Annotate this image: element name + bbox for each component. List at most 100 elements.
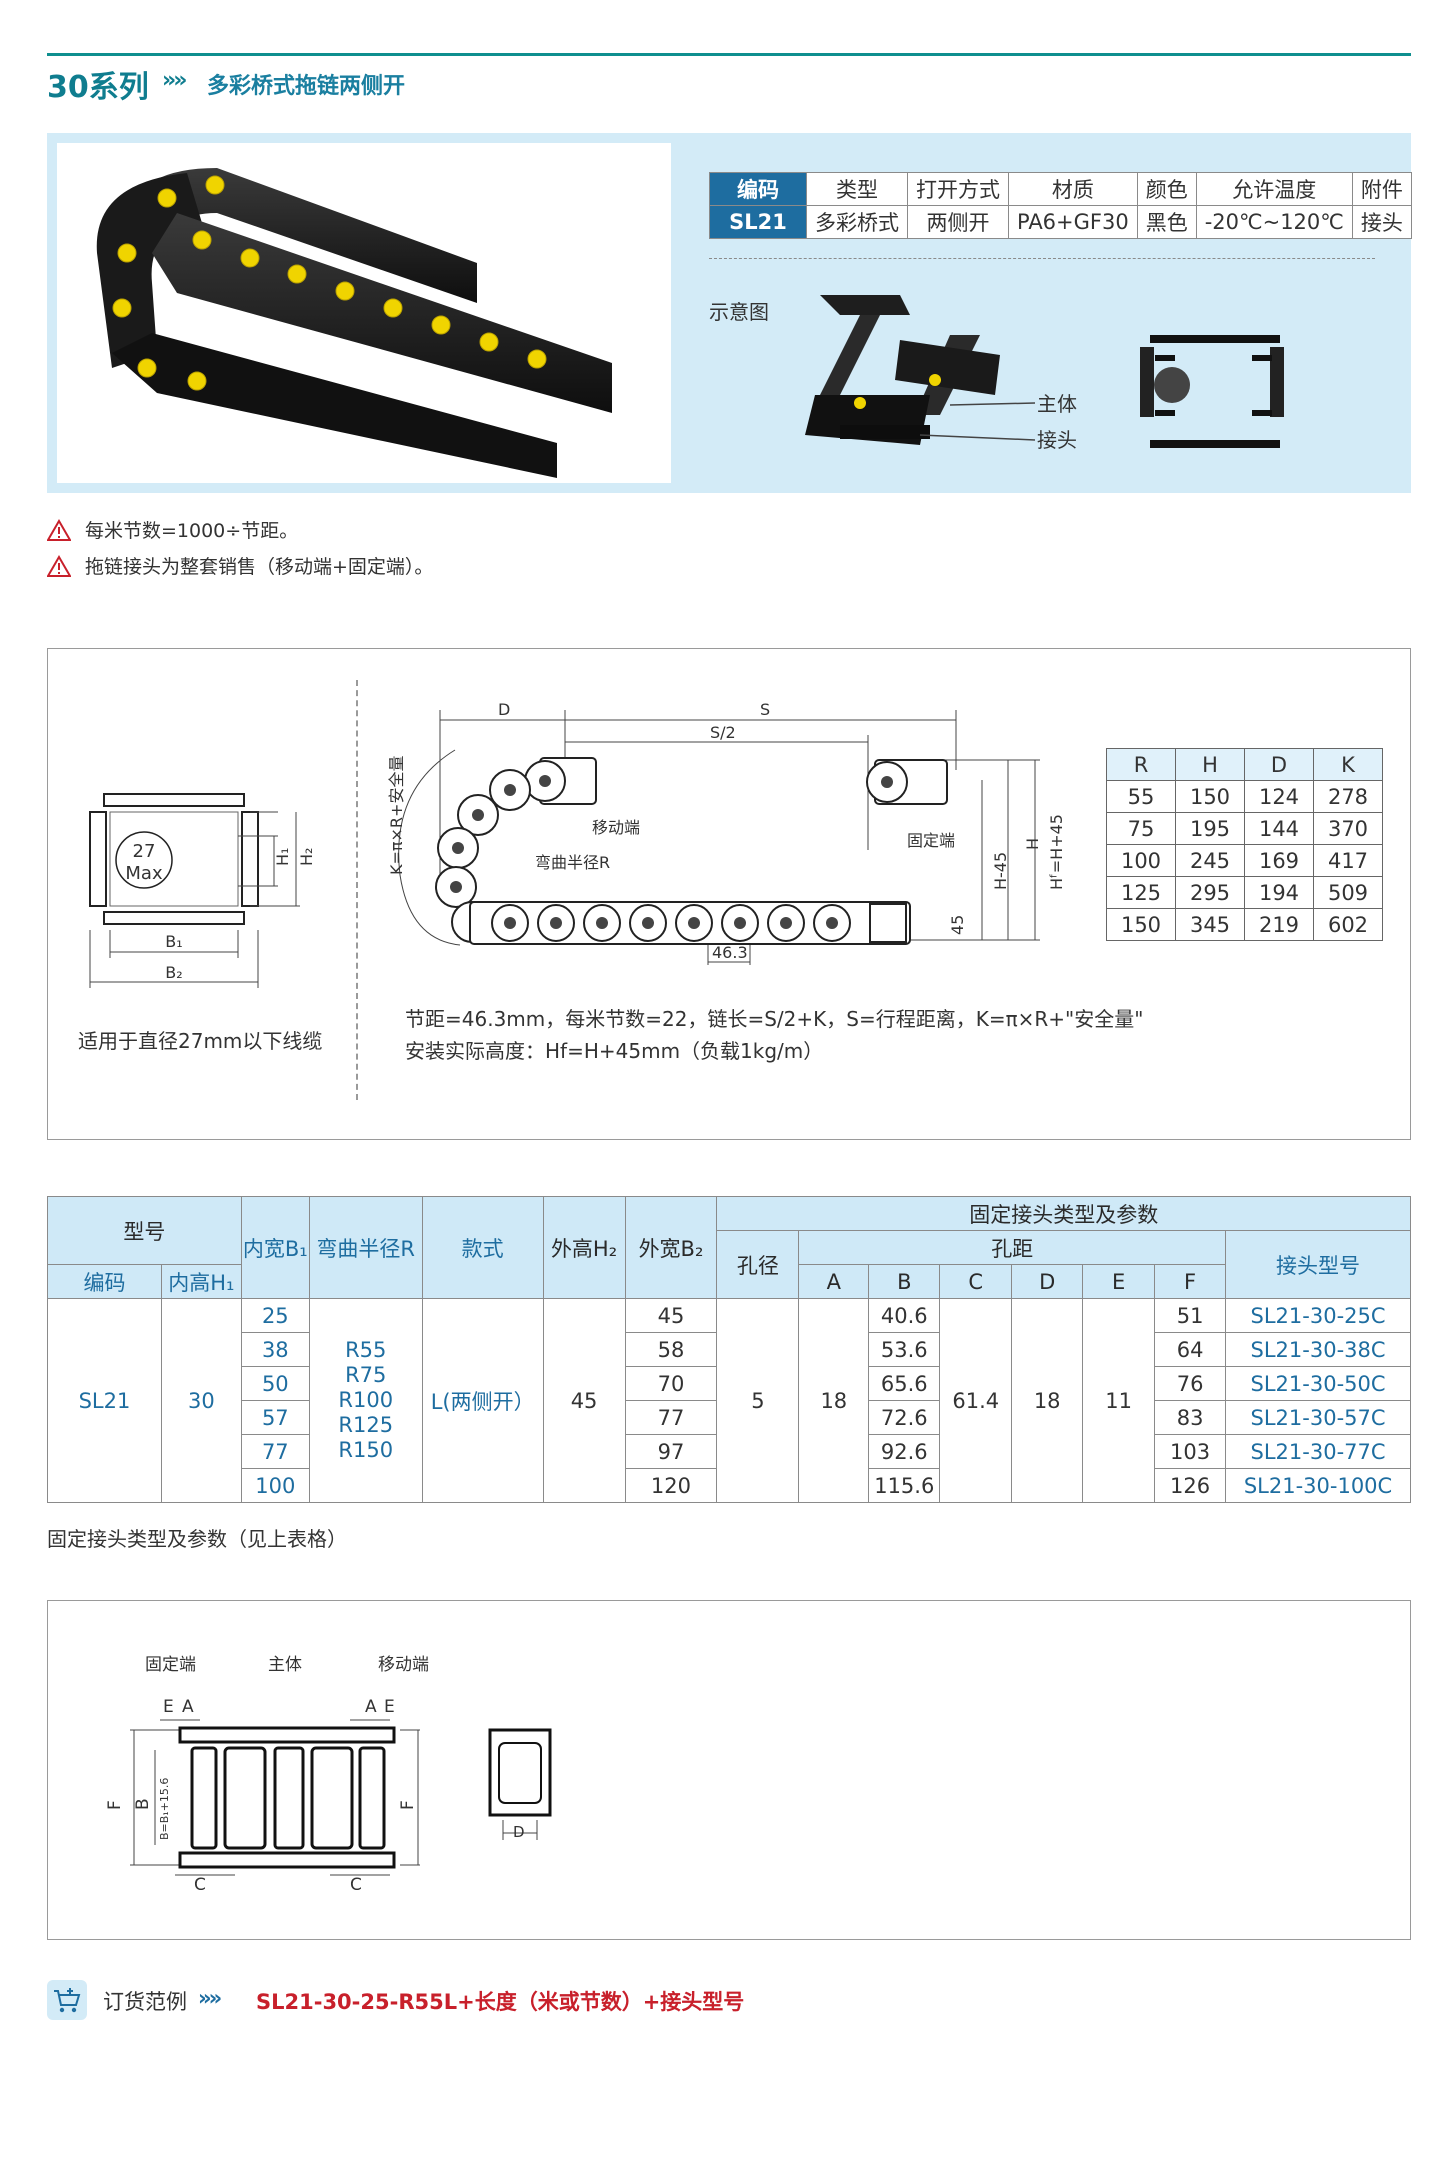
inner-width-cell: 50 bbox=[240, 1366, 310, 1401]
rh-cell: 370 bbox=[1313, 812, 1383, 845]
rh-cell: 195 bbox=[1175, 812, 1245, 845]
order-example-value: SL21-30-25-R55L+长度（米或节数）+接头型号 bbox=[256, 1990, 745, 2014]
b-label: B bbox=[133, 1798, 153, 1810]
rh-cell: 150 bbox=[1106, 908, 1176, 941]
model-table: 型号 内宽B₁ 弯曲半径R 款式 外高H₂ 外宽B₂ 固定接头类型及参数 孔径 … bbox=[47, 1196, 1411, 1503]
rh-cell: 295 bbox=[1175, 876, 1245, 909]
rh-cell: 100 bbox=[1106, 844, 1176, 877]
rh-cell: 417 bbox=[1313, 844, 1383, 877]
note-pitch: 每米节数=1000÷节距。 bbox=[47, 516, 298, 543]
d-label: D bbox=[513, 1823, 525, 1841]
h2-label: H₂ bbox=[297, 848, 316, 866]
rh-header-k: K bbox=[1313, 748, 1383, 781]
inner-width-cell: 38 bbox=[240, 1332, 310, 1367]
c-label-right: C bbox=[350, 1875, 362, 1895]
code-cell: SL21 bbox=[47, 1298, 162, 1503]
header-inner-height: 内高H₁ bbox=[160, 1264, 242, 1299]
bend-radius-value: R150 bbox=[338, 1438, 394, 1462]
connector-drawing: 固定端 主体 移动端 E A A E F B B=B₁+15.6 F C C bbox=[105, 1655, 429, 1895]
header-bend-radius: 弯曲半径R bbox=[308, 1196, 423, 1299]
connector-end-view: D bbox=[488, 1728, 552, 1841]
note-pitch-text: 每米节数=1000÷节距。 bbox=[85, 520, 299, 542]
f-label: F bbox=[105, 1800, 125, 1810]
col-d-cell: 18 bbox=[1011, 1298, 1084, 1503]
rh-header-h: H bbox=[1175, 748, 1245, 781]
header-hole: 孔径 bbox=[716, 1230, 800, 1299]
col-b-cell: 53.6 bbox=[868, 1332, 941, 1367]
rh-header-d: D bbox=[1244, 748, 1314, 781]
header-outer-height: 外高H₂ bbox=[542, 1196, 626, 1299]
spec-color: 黑色 bbox=[1136, 205, 1197, 239]
header-col-e: E bbox=[1082, 1264, 1156, 1299]
header-row-1: 型号 内宽B₁ 弯曲半径R 款式 外高H₂ 外宽B₂ 固定接头类型及参数 bbox=[47, 1196, 1411, 1299]
b2-label: B₂ bbox=[165, 963, 182, 982]
pitch-label: 46.3 bbox=[712, 943, 748, 962]
rh-cell: 509 bbox=[1313, 876, 1383, 909]
rh-cell: 219 bbox=[1244, 908, 1314, 941]
spec-header-accessory: 附件 bbox=[1351, 172, 1412, 206]
col-e-cell: 11 bbox=[1082, 1298, 1156, 1503]
header-col-c: C bbox=[939, 1264, 1013, 1299]
inner-width-cell: 100 bbox=[240, 1468, 310, 1503]
d-label: D bbox=[498, 700, 510, 719]
header-outer-width: 外宽B₂ bbox=[624, 1196, 718, 1299]
a-label: A bbox=[182, 1697, 194, 1717]
spec-header-material: 材质 bbox=[1008, 172, 1138, 206]
spec-header-temp: 允许温度 bbox=[1195, 172, 1353, 206]
col-f-cell: 103 bbox=[1154, 1434, 1227, 1469]
rh-cell: 169 bbox=[1244, 844, 1314, 877]
spec-header-type: 类型 bbox=[806, 172, 908, 206]
header-col-b: B bbox=[868, 1264, 941, 1299]
table-row: 77 97 92.6 103 SL21-30-77C bbox=[48, 1434, 1411, 1469]
spec-value-row: SL21 多彩桥式 两侧开 PA6+GF30 黑色 -20℃~120℃ 接头 bbox=[709, 205, 1412, 239]
series-title: 30系列 bbox=[47, 70, 149, 105]
spec-material: PA6+GF30 bbox=[1008, 205, 1138, 239]
connector-model-cell: SL21-30-50C bbox=[1225, 1366, 1411, 1401]
section-divider bbox=[356, 680, 358, 1100]
moving-end-label: 移动端 bbox=[378, 1655, 429, 1675]
table-row: 57 77 72.6 83 SL21-30-57C bbox=[48, 1400, 1411, 1435]
connector-model-cell: SL21-30-100C bbox=[1225, 1468, 1411, 1503]
spec-divider bbox=[709, 258, 1375, 259]
spec-temp: -20℃~120℃ bbox=[1195, 205, 1353, 239]
schematic-label: 示意图 bbox=[709, 300, 769, 324]
bend-radius-cell: R55 R75 R100 R125 R150 bbox=[308, 1298, 423, 1503]
outer-width-cell: 97 bbox=[624, 1434, 718, 1469]
header-col-f: F bbox=[1154, 1264, 1227, 1299]
cable-max-unit: Max bbox=[125, 863, 163, 884]
col-c-cell: 61.4 bbox=[939, 1298, 1013, 1503]
cross-section-drawing: 27 Max H₁ H₂ B₁ B₂ bbox=[89, 793, 316, 988]
spec-header-row: 编码 类型 打开方式 材质 颜色 允许温度 附件 bbox=[709, 172, 1412, 206]
table-row: 50 70 65.6 76 SL21-30-50C bbox=[48, 1366, 1411, 1401]
spec-header-code: 编码 bbox=[709, 172, 807, 206]
bend-radius-value: R75 bbox=[345, 1363, 387, 1387]
spec-header-color: 颜色 bbox=[1136, 172, 1197, 206]
col-b-cell: 92.6 bbox=[868, 1434, 941, 1469]
col-b-cell: 65.6 bbox=[868, 1366, 941, 1401]
inner-height-cell: 30 bbox=[160, 1298, 242, 1503]
drag-chain-photo-icon bbox=[96, 168, 612, 478]
formula-chain-length: 节距=46.3mm，每米节数=22，链长=S/2+K，S=行程距离，K=π×R+… bbox=[405, 1007, 1144, 1031]
inner-width-cell: 77 bbox=[240, 1434, 310, 1469]
col-f-cell: 126 bbox=[1154, 1468, 1227, 1503]
header-fixed-connector: 固定接头类型及参数 bbox=[716, 1196, 1411, 1231]
main-body-label: 主体 bbox=[268, 1655, 302, 1675]
header-rule bbox=[47, 53, 1411, 56]
side-view-drawing: D S S/2 K=π×R+安全量 移动端 固定端 弯曲半径R H H-45 H… bbox=[387, 700, 1066, 965]
order-arrows-icon: »» bbox=[198, 1986, 222, 2010]
moving-end-label: 移动端 bbox=[592, 818, 640, 837]
header-hole-pitch: 孔距 bbox=[798, 1230, 1227, 1265]
series-subtitle: 多彩桥式拖链两侧开 bbox=[207, 74, 406, 99]
note-connector: 拖链接头为整套销售（移动端+固定端）。 bbox=[47, 552, 433, 579]
connector-model-cell: SL21-30-25C bbox=[1225, 1298, 1411, 1333]
connector-model-cell: SL21-30-57C bbox=[1225, 1400, 1411, 1435]
header-col-a: A bbox=[798, 1264, 870, 1299]
rh-cell: 194 bbox=[1244, 876, 1314, 909]
rh-cell: 55 bbox=[1106, 780, 1176, 813]
rh-cell: 125 bbox=[1106, 876, 1176, 909]
